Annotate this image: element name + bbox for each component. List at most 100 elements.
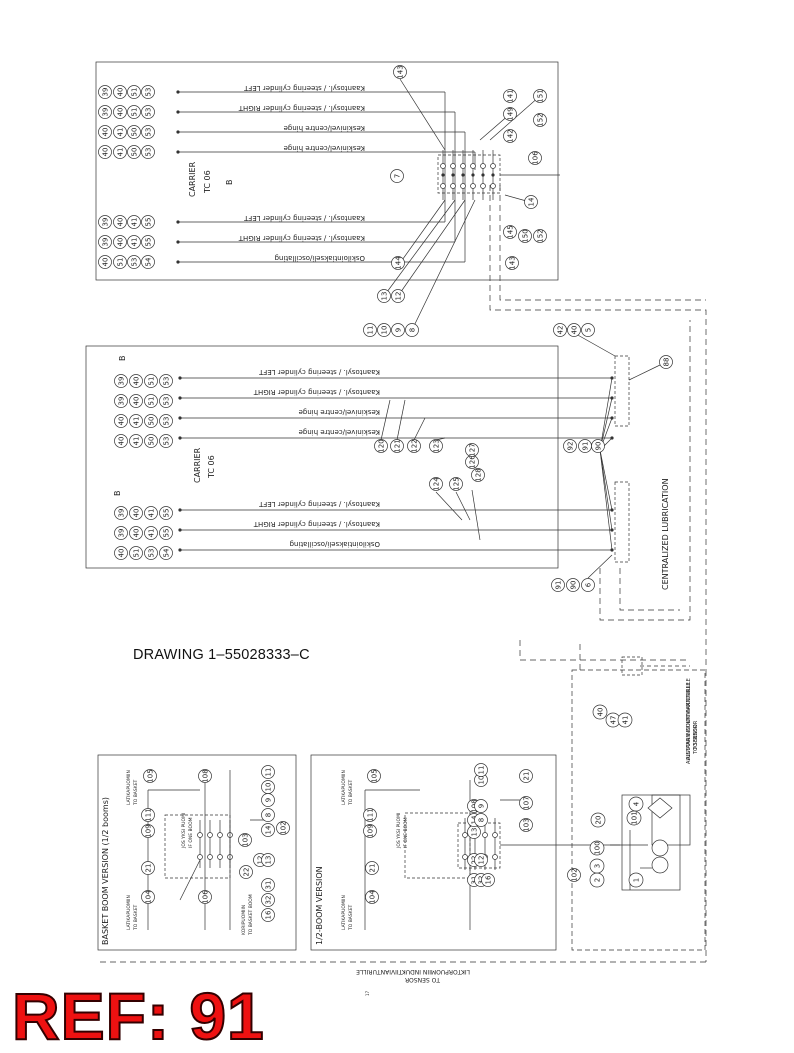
svg-text:9: 9: [395, 328, 403, 332]
row-label-p2: Keskinivel/centre hinge: [299, 428, 381, 436]
svg-text:13: 13: [471, 828, 479, 837]
row-bubble-p1: 41: [113, 125, 127, 139]
carrier-label-p1: CARRIER: [188, 161, 197, 197]
row-label-p2: Oskilointiakseli/oscillating: [290, 540, 380, 548]
two-boom-callout: 12: [474, 853, 488, 867]
svg-text:7: 7: [394, 174, 402, 178]
svg-text:40: 40: [118, 549, 126, 558]
row-label-p1: Kaantosyl. / steering cylinder RIGHT: [238, 104, 365, 112]
row-bubble-p2: 40: [129, 374, 143, 388]
svg-text:11: 11: [265, 768, 273, 777]
svg-text:8: 8: [265, 813, 273, 817]
svg-text:90: 90: [595, 442, 603, 451]
callout-p2: 42: [553, 323, 567, 337]
svg-text:40: 40: [571, 326, 579, 335]
svg-text:143: 143: [397, 65, 405, 78]
svg-text:40: 40: [133, 377, 141, 386]
basket-callout: 13: [261, 853, 275, 867]
svg-text:107: 107: [523, 796, 531, 809]
row-bubble-p1: 53: [141, 105, 155, 119]
callout-p2: 40: [567, 323, 581, 337]
row-bubble-p2: 40: [129, 506, 143, 520]
svg-text:16: 16: [485, 875, 493, 884]
row-bubble-p1: 40: [98, 125, 112, 139]
svg-text:141: 141: [507, 89, 515, 102]
svg-text:40: 40: [102, 128, 110, 137]
row-label-p1: Keskinivel/centre hinge: [284, 144, 366, 152]
callout-p2: 127: [465, 443, 479, 457]
svg-text:39: 39: [102, 88, 110, 97]
svg-text:12: 12: [478, 856, 486, 865]
row-bubble-p1: 53: [141, 125, 155, 139]
basket-note: LATIKAPUOMIIN: [126, 770, 132, 805]
svg-text:32: 32: [265, 896, 273, 905]
svg-text:13: 13: [381, 292, 389, 301]
svg-text:111: 111: [145, 808, 153, 821]
row-bubble-p2: 53: [159, 414, 173, 428]
svg-text:149: 149: [507, 107, 515, 120]
basket-callout: 11: [261, 765, 275, 779]
row-bubble-p2: 50: [144, 434, 158, 448]
callout-p2: 121: [390, 439, 404, 453]
svg-text:144: 144: [395, 256, 403, 270]
svg-text:91: 91: [555, 581, 563, 590]
svg-text:16: 16: [265, 910, 273, 919]
callout-p1: 106: [528, 151, 542, 165]
row-bubble-p2: 41: [144, 526, 158, 540]
svg-text:103: 103: [523, 818, 531, 831]
basket-callout: 14: [261, 823, 275, 837]
callout-p2: 120: [374, 439, 388, 453]
pump-callout: 101: [626, 810, 642, 826]
svg-text:123: 123: [433, 439, 441, 452]
row-bubble-p1: 40: [98, 255, 112, 269]
row-bubble-p1: 39: [98, 235, 112, 249]
model-label-p2: TC 06: [207, 455, 216, 479]
svg-text:109: 109: [367, 824, 375, 837]
row-bubble-p1: 51: [127, 105, 141, 119]
callout-p1: 151: [533, 89, 547, 103]
svg-text:41: 41: [133, 437, 141, 446]
pump-callout: 2: [589, 872, 605, 888]
row-label-p1: Kaantosyl. / steering cylinder LEFT: [243, 214, 365, 222]
row-label-p2: Keskinivel/centre hinge: [299, 408, 381, 416]
row-bubble-p2: 55: [159, 506, 173, 520]
svg-text:51: 51: [131, 108, 139, 117]
svg-text:39: 39: [102, 218, 110, 227]
svg-text:3: 3: [594, 864, 602, 868]
mark-p2-b: B: [113, 491, 122, 497]
two-boom-note: TO BASKET: [348, 779, 354, 806]
svg-text:106: 106: [532, 151, 540, 165]
svg-text:50: 50: [148, 437, 156, 446]
callout-p1: 144: [391, 256, 405, 270]
callout-p2: 92: [563, 439, 577, 453]
two-boom-note: LATIKAPUOMIIN: [341, 770, 347, 805]
svg-text:40: 40: [133, 397, 141, 406]
row-bubble-p2: 50: [144, 414, 158, 428]
svg-text:39: 39: [118, 529, 126, 538]
callout-p1: 142: [503, 129, 517, 143]
basket-callout: 103: [238, 833, 252, 847]
svg-text:50: 50: [131, 148, 139, 157]
svg-text:6: 6: [585, 582, 593, 587]
row-bubble-p1: 51: [113, 255, 127, 269]
svg-text:14: 14: [528, 197, 536, 206]
row-bubble-p1: 55: [141, 235, 155, 249]
svg-text:41: 41: [148, 529, 156, 538]
page-number: 17: [365, 990, 370, 996]
svg-text:128: 128: [475, 468, 483, 481]
svg-text:22: 22: [243, 868, 251, 877]
svg-text:41: 41: [131, 218, 139, 227]
svg-text:55: 55: [163, 529, 171, 538]
svg-text:92: 92: [567, 442, 575, 451]
svg-text:50: 50: [131, 128, 139, 137]
svg-text:111: 111: [367, 808, 375, 821]
two-boom-note: JOS YKSI PUOMI: [396, 813, 402, 849]
pump-callout: 4: [628, 796, 644, 812]
svg-text:8: 8: [409, 328, 417, 332]
pump-callout: 20: [590, 812, 606, 828]
callout-p1: 150: [518, 229, 532, 243]
pump-callout: 1: [628, 872, 644, 888]
row-bubble-p2: 51: [144, 394, 158, 408]
two-boom-callout: 107: [519, 796, 533, 810]
row-bubble-p1: 39: [98, 85, 112, 99]
